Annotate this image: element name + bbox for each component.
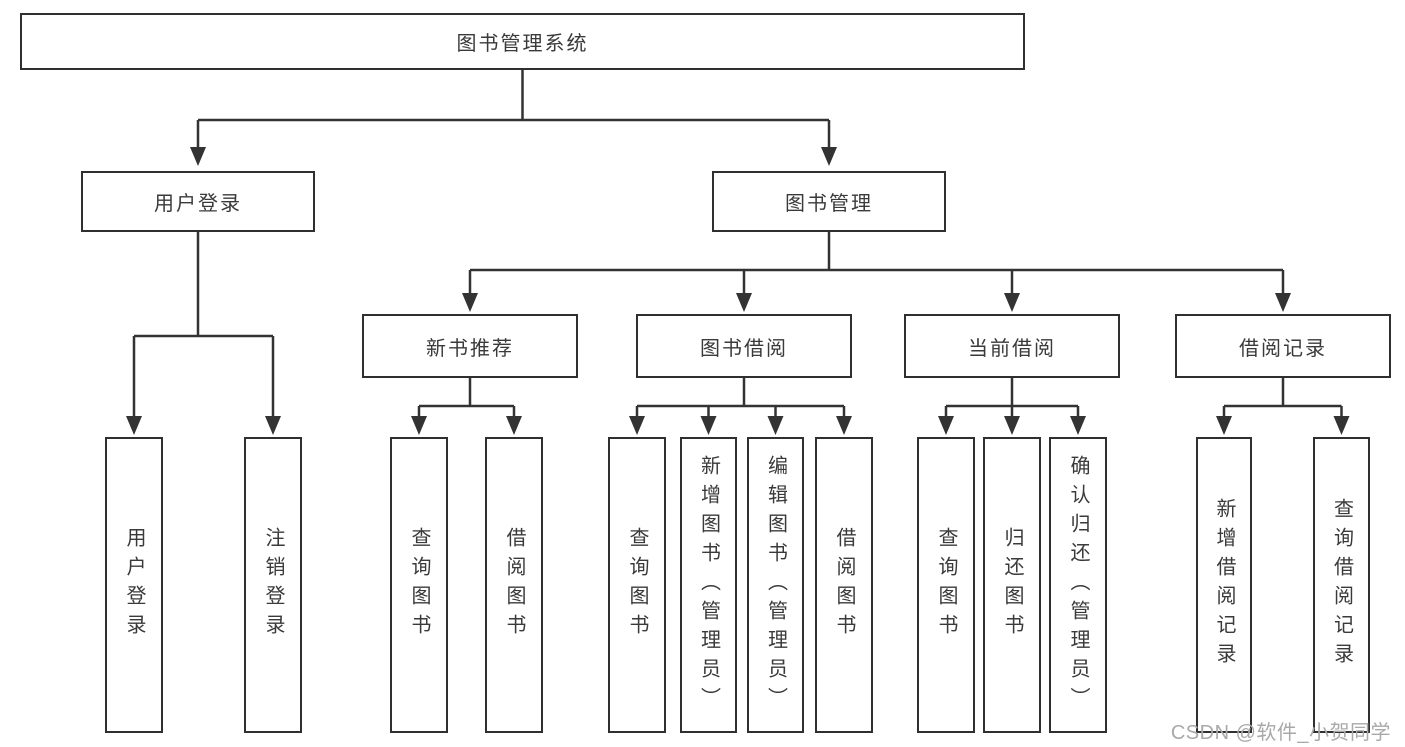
node-user-login: 用户登录: [81, 171, 315, 232]
node-leaf-bb-query-books: 查询图书: [608, 437, 666, 733]
node-leaf-nb-borrow-books: 借阅图书: [485, 437, 543, 733]
node-leaf-logout: 注销登录: [244, 437, 302, 733]
node-new-book-recommend: 新书推荐: [362, 314, 578, 378]
node-leaf-cb-query-books: 查询图书: [917, 437, 975, 733]
node-leaf-bb-add-books-admin: 新增图书（管理员）: [680, 437, 737, 733]
node-current-borrow: 当前借阅: [904, 314, 1120, 378]
node-leaf-user-login: 用户登录: [105, 437, 163, 733]
node-root: 图书管理系统: [20, 13, 1025, 70]
node-leaf-cb-confirm-return-admin: 确认归还（管理员）: [1049, 437, 1107, 733]
node-book-management: 图书管理: [712, 171, 946, 232]
node-leaf-br-query-record: 查询借阅记录: [1313, 437, 1370, 733]
node-leaf-br-add-record: 新增借阅记录: [1196, 437, 1252, 733]
node-book-borrow: 图书借阅: [636, 314, 852, 378]
node-leaf-bb-borrow-books: 借阅图书: [815, 437, 873, 733]
csdn-watermark: CSDN @软件_小贺同学: [1170, 722, 1391, 744]
node-leaf-bb-edit-books-admin: 编辑图书（管理员）: [747, 437, 804, 733]
node-borrow-record: 借阅记录: [1175, 314, 1391, 378]
node-leaf-nb-query-books: 查询图书: [390, 437, 448, 733]
node-leaf-cb-return-books: 归还图书: [983, 437, 1041, 733]
